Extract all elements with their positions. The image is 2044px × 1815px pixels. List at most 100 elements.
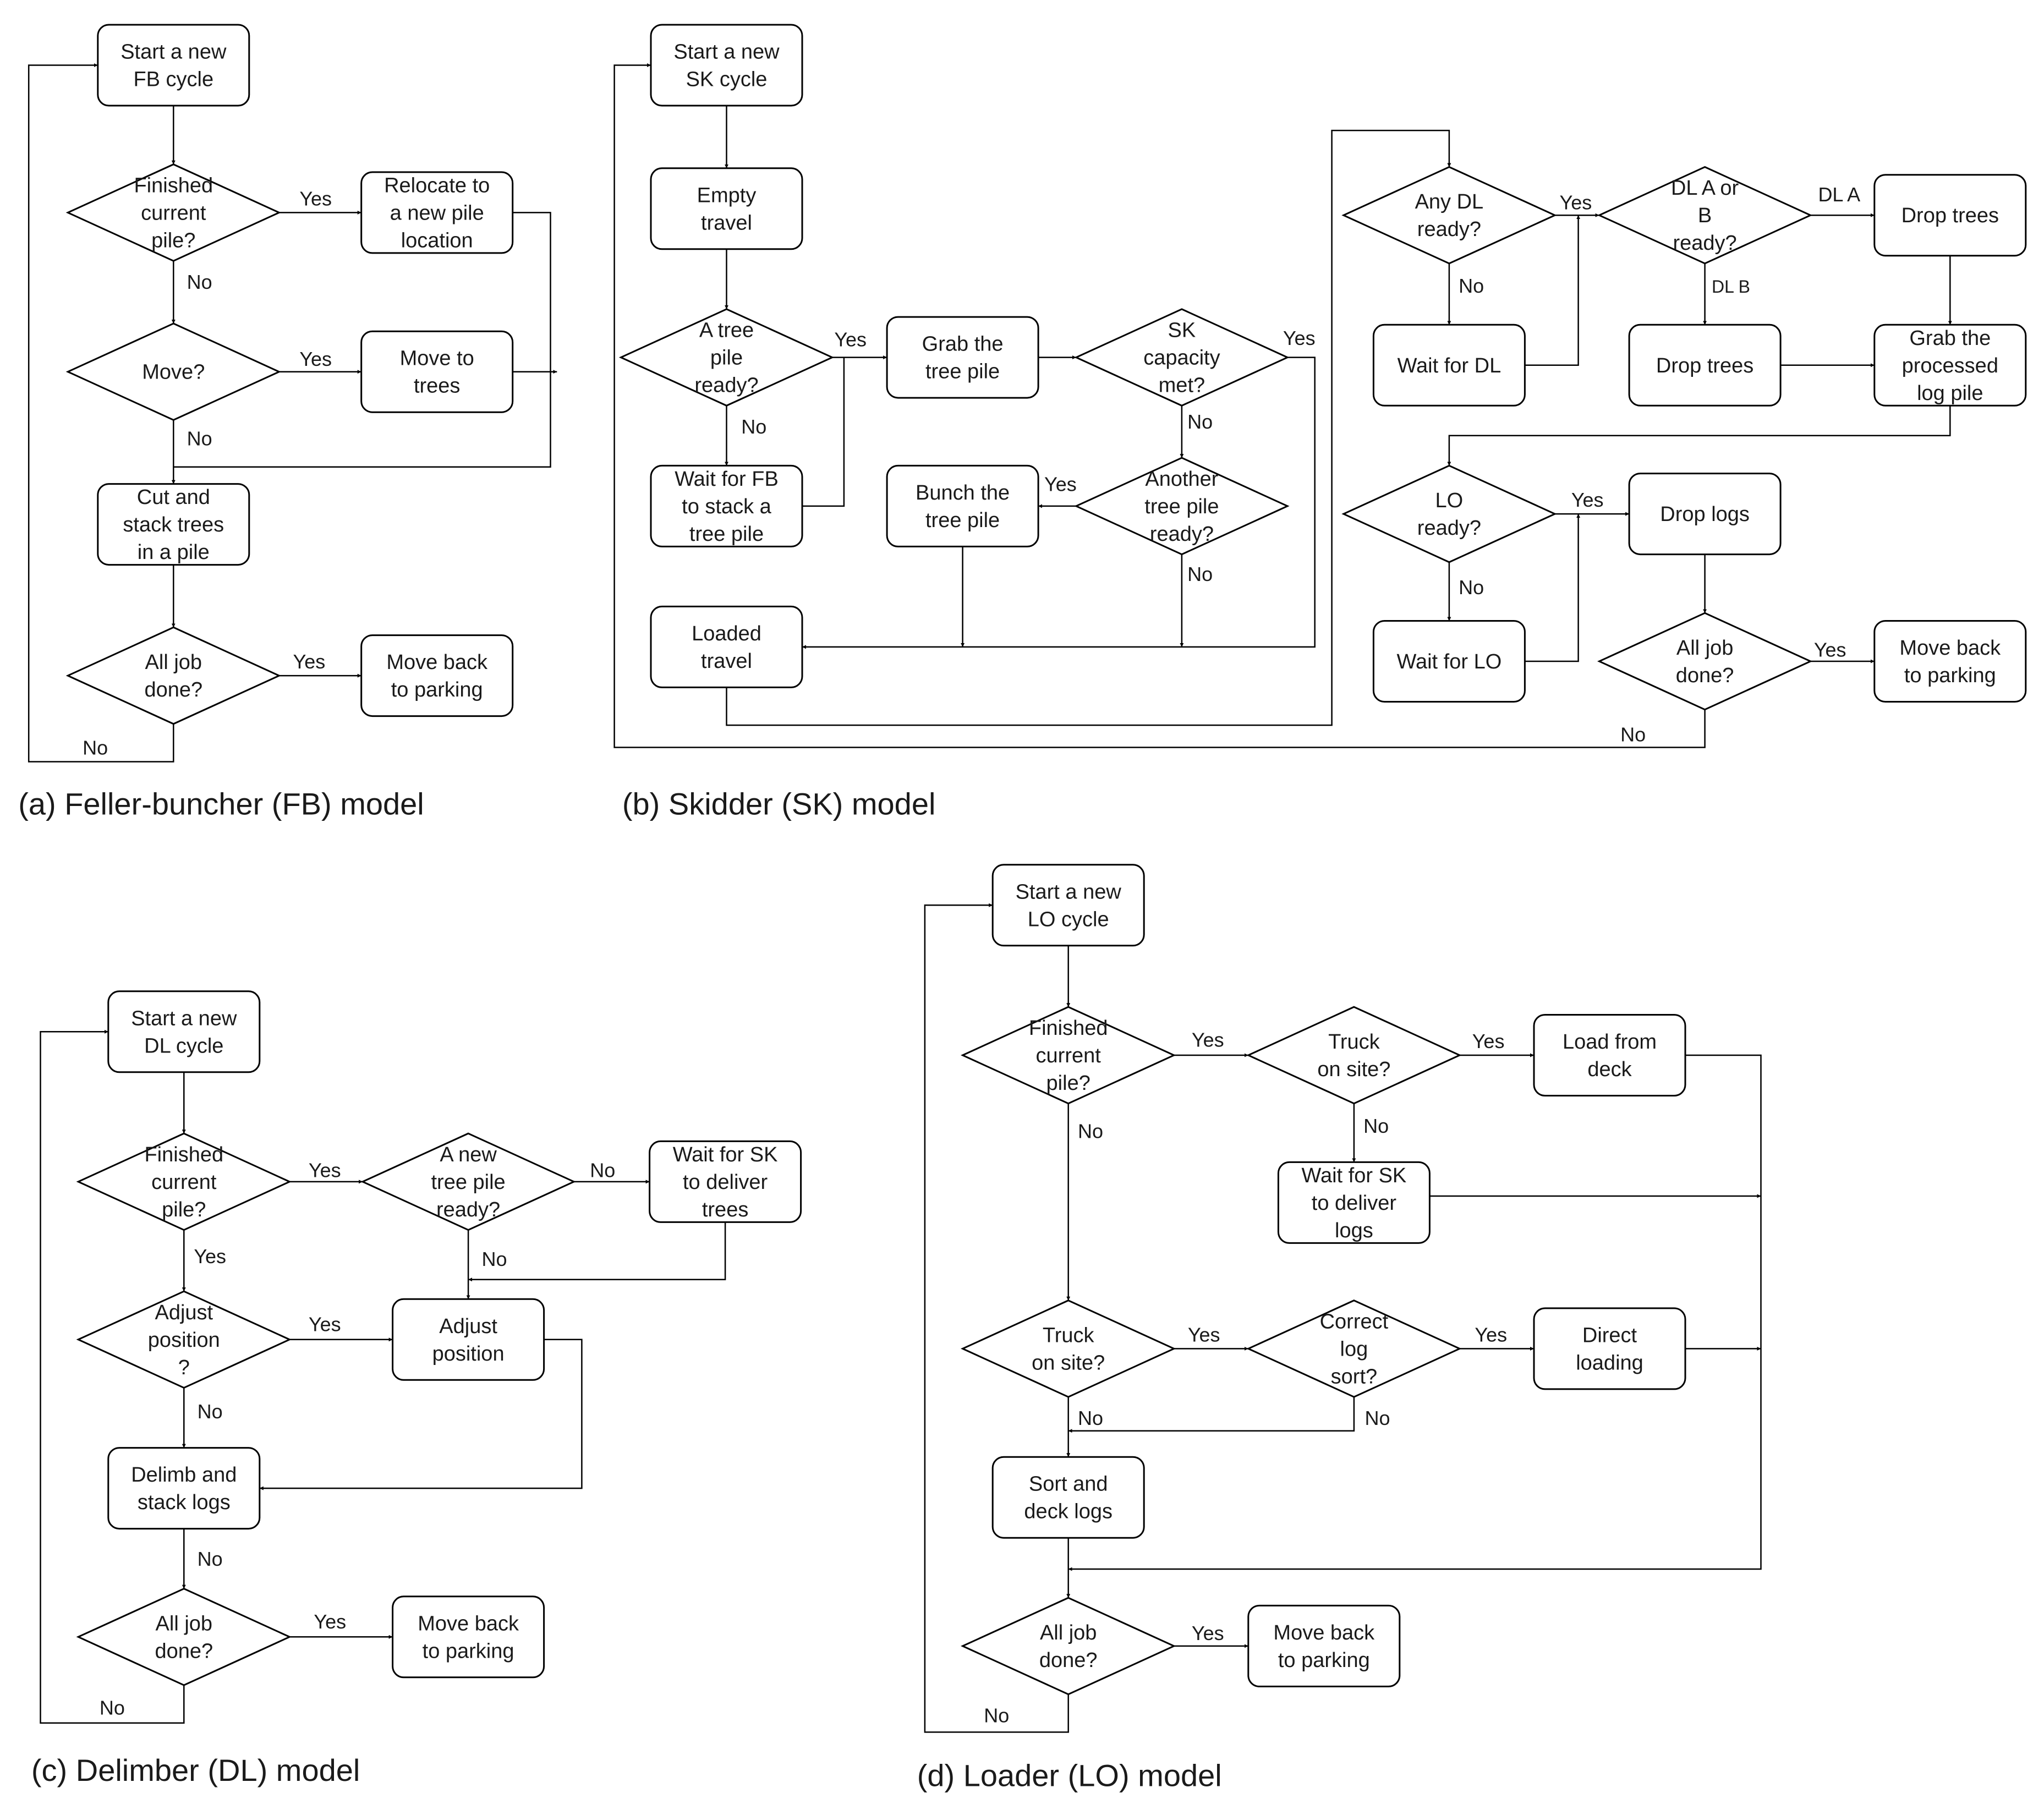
edge-label-yes: Yes: [1192, 1622, 1224, 1644]
process-box: [886, 464, 1039, 547]
panel-caption: (d) Loader (LO) model: [917, 1758, 1222, 1793]
process-box: [360, 330, 514, 413]
process-box: [392, 1298, 545, 1381]
connector-arrow: [259, 1339, 583, 1490]
edge-label-no: No: [1459, 576, 1484, 599]
process-node-sk-waitlo: Wait for LO: [1372, 620, 1526, 703]
process-box: [650, 605, 803, 688]
edge-label-no: No: [984, 1704, 1009, 1727]
edge-label-yes: Yes: [299, 187, 332, 210]
connector-arrow: [1525, 514, 1581, 662]
edge-label-yes: Yes: [314, 1610, 346, 1633]
edge-label-no: No: [1187, 563, 1213, 585]
process-box: [1628, 473, 1782, 556]
process-box: [97, 483, 250, 566]
decision-diamond: [960, 1299, 1176, 1398]
connector-arrow: [28, 63, 174, 763]
decision-diamond: [65, 626, 281, 725]
connector-arrow: [613, 63, 1706, 748]
edge-label-yes: Yes: [1044, 473, 1077, 496]
process-box: [991, 864, 1145, 947]
decision-diamond: [65, 163, 281, 262]
edge-label-yes: Yes: [1814, 639, 1846, 661]
edge-label-yes: Yes: [1188, 1323, 1220, 1346]
process-box: [1372, 620, 1526, 703]
process-box: [1533, 1307, 1686, 1390]
decision-diamond: [1597, 166, 1813, 265]
node-text: Move?: [142, 361, 205, 384]
connector-lines: [28, 63, 1952, 1733]
decision-diamond: [1341, 464, 1557, 563]
edge-label-yes: Yes: [309, 1159, 341, 1182]
decision-diamond: [76, 1587, 292, 1686]
connector-arrow: [468, 1222, 726, 1282]
decision-diamond: [1597, 612, 1813, 711]
decision-diamond: [1246, 1006, 1462, 1105]
process-box: [1247, 1604, 1401, 1687]
node-text: Drop trees: [1901, 204, 1999, 227]
connector-arrow: [173, 212, 551, 468]
edge-label-yes: Yes: [194, 1245, 226, 1268]
edge-label-no: No: [100, 1696, 125, 1719]
edge-label-yes: Yes: [1560, 191, 1592, 214]
panel-caption: (c) Delimber (DL) model: [31, 1753, 360, 1787]
connector-arrow: [40, 1029, 185, 1724]
connector-arrow: [802, 357, 1316, 649]
process-box: [650, 167, 803, 250]
edge-label-no: No: [187, 271, 212, 293]
decision-diamond: [1341, 166, 1557, 265]
connector-arrow: [1068, 1054, 1762, 1571]
process-box: [650, 464, 803, 547]
edge-label-yes: Yes: [309, 1313, 341, 1335]
